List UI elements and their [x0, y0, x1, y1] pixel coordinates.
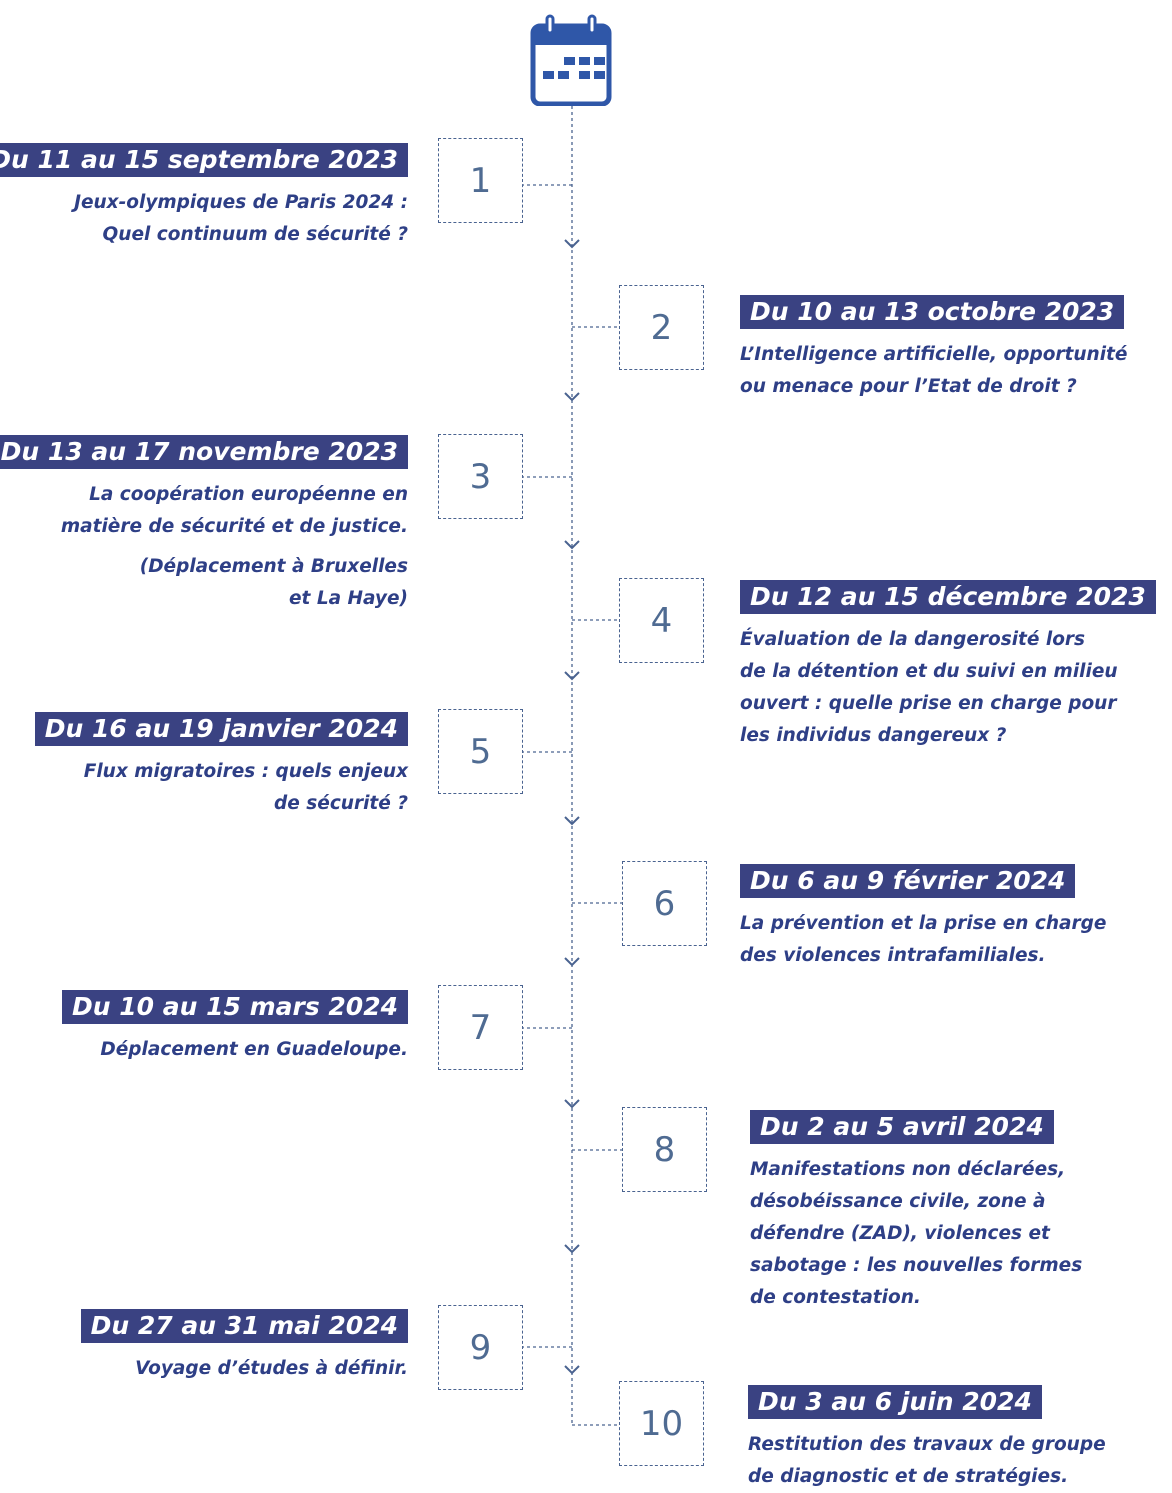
- session-date: Du 3 au 6 juin 2024: [748, 1385, 1042, 1419]
- session-description-line: Manifestations non déclarées,: [750, 1159, 1066, 1180]
- session-description-line: des violences intrafamiliales.: [740, 945, 1046, 966]
- session-description-line: Évaluation de la dangerosité lors: [740, 629, 1086, 650]
- session-number-box: 7: [438, 985, 523, 1070]
- session-description-line: Quel continuum de sécurité ?: [102, 224, 408, 245]
- chevron-down-icon: [564, 671, 580, 681]
- session-number-box: 3: [438, 434, 523, 519]
- session-description-line: sabotage : les nouvelles formes: [750, 1255, 1083, 1276]
- session-number: 1: [469, 160, 492, 201]
- session-number-box: 4: [619, 578, 704, 663]
- session-description: Flux migratoires : quels enjeux de sécuri…: [84, 756, 408, 820]
- session-number-box: 6: [622, 861, 707, 946]
- session-date: Du 6 au 9 février 2024: [740, 864, 1076, 898]
- session-date: Du 10 au 13 octobre 2023: [740, 295, 1125, 329]
- chevron-down-icon: [564, 957, 580, 967]
- session-number: 6: [653, 883, 676, 924]
- session-number: 3: [469, 456, 492, 497]
- session-number-box: 8: [622, 1107, 707, 1192]
- session-number: 2: [650, 307, 673, 348]
- session-description-line: Flux migratoires : quels enjeux: [83, 761, 408, 782]
- session-number: 9: [469, 1327, 492, 1368]
- session-number-box: 10: [619, 1381, 704, 1466]
- session-number: 10: [639, 1403, 684, 1444]
- session-description-line: La coopération européenne en: [89, 484, 408, 505]
- session-description-line: La prévention et la prise en charge: [740, 913, 1107, 934]
- session-description-line: Restitution des travaux de groupe: [748, 1434, 1106, 1455]
- chevron-down-icon: [564, 540, 580, 550]
- session-description: Déplacement en Guadeloupe.: [100, 1034, 408, 1066]
- session-description-line: ou menace pour l’Etat de droit ?: [740, 376, 1077, 397]
- session-date: Du 2 au 5 avril 2024: [750, 1110, 1054, 1144]
- session-date: Du 11 au 15 septembre 2023: [0, 143, 408, 177]
- calendar-icon: [529, 14, 613, 107]
- session-description: La coopération européenne en matière de s…: [61, 479, 408, 615]
- session-description-line: de contestation.: [750, 1287, 921, 1308]
- session-description-line: de diagnostic et de stratégies.: [748, 1466, 1069, 1487]
- session-description: La prévention et la prise en charge des v…: [740, 908, 1106, 972]
- session-description-line: de sécurité ?: [274, 793, 408, 814]
- chevron-down-icon: [564, 239, 580, 249]
- chevron-down-icon: [564, 1365, 580, 1375]
- session-date: Du 12 au 15 décembre 2023: [740, 580, 1156, 614]
- session-description: Manifestations non déclarées, désobéissan…: [750, 1154, 1082, 1314]
- session-number-box: 1: [438, 138, 523, 223]
- session-description-line: L’Intelligence artificielle, opportunité: [740, 344, 1128, 365]
- session-number-box: 2: [619, 285, 704, 370]
- session-description-line: défendre (ZAD), violences et: [750, 1223, 1050, 1244]
- session-description: L’Intelligence artificielle, opportunité…: [740, 339, 1127, 403]
- chevron-down-icon: [564, 392, 580, 402]
- session-description-line: de la détention et du suivi en milieu: [740, 661, 1118, 682]
- session-number: 7: [469, 1007, 492, 1048]
- session-number: 8: [653, 1129, 676, 1170]
- session-date: Du 10 au 15 mars 2024: [61, 990, 408, 1024]
- session-description: Voyage d’études à définir.: [135, 1353, 408, 1385]
- session-description-line: Voyage d’études à définir.: [135, 1358, 408, 1379]
- session-description-line: ouvert : quelle prise en charge pour: [740, 693, 1117, 714]
- session-description-line: et La Haye): [288, 588, 408, 609]
- session-description-line: matière de sécurité et de justice.: [60, 516, 408, 537]
- session-number-box: 5: [438, 709, 523, 794]
- session-description-line: désobéissance civile, zone à: [750, 1191, 1046, 1212]
- chevron-down-icon: [564, 1099, 580, 1109]
- session-description-line: (Déplacement à Bruxelles: [139, 556, 408, 577]
- session-date: Du 27 au 31 mai 2024: [80, 1309, 408, 1343]
- session-description: Restitution des travaux de groupe de diag…: [748, 1429, 1106, 1493]
- session-description-line: Déplacement en Guadeloupe.: [100, 1039, 408, 1060]
- session-date: Du 16 au 19 janvier 2024: [34, 712, 408, 746]
- session-date: Du 13 au 17 novembre 2023: [0, 435, 408, 469]
- chevron-down-icon: [564, 816, 580, 826]
- session-description-line: les individus dangereux ?: [740, 725, 1007, 746]
- session-number: 4: [650, 600, 673, 641]
- session-description-line: Jeux-olympiques de Paris 2024 :: [74, 192, 408, 213]
- chevron-down-icon: [564, 1244, 580, 1254]
- session-number: 5: [469, 731, 492, 772]
- session-description: Évaluation de la dangerosité lors de la d…: [740, 624, 1118, 752]
- session-number-box: 9: [438, 1305, 523, 1390]
- session-description: Jeux-olympiques de Paris 2024 : Quel cont…: [74, 187, 408, 251]
